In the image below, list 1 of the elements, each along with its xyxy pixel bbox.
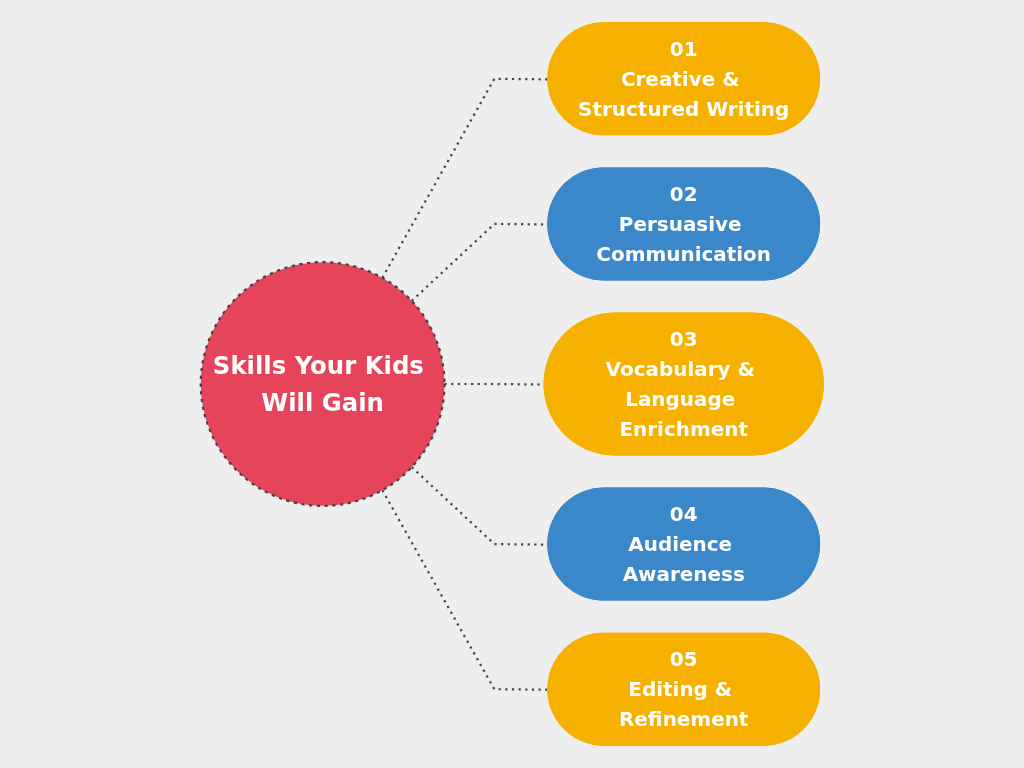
node-circle: Skills Your Kids Will Gain (199, 261, 446, 507)
